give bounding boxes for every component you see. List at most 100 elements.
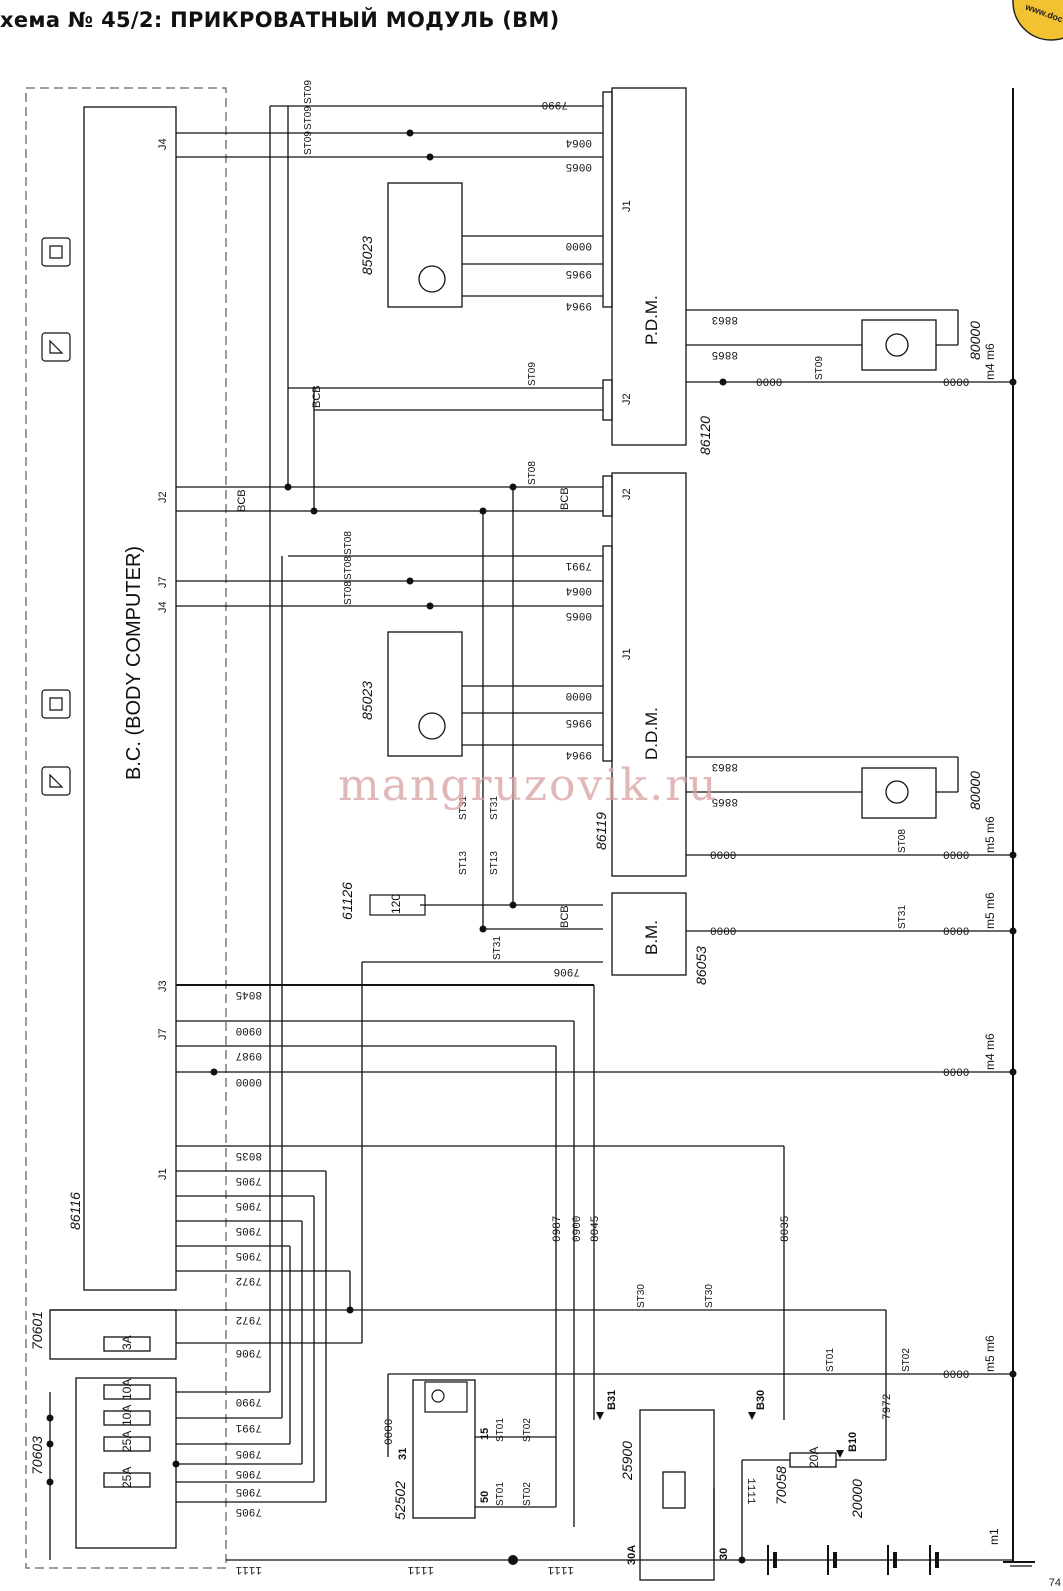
gnd-m5m6-a: m5 m6 (983, 816, 997, 853)
wire-7991-fuse: 7991 (235, 1421, 262, 1433)
lock-icon-2 (41, 766, 71, 796)
wire-9965-top: 9965 (566, 267, 592, 279)
wire-0065-mid: 0065 (566, 609, 592, 621)
gnd-m4m6-b: m4 m6 (983, 1033, 997, 1070)
lock-icon (41, 332, 71, 362)
resistor-code: 61126 (339, 882, 355, 920)
fuse-box-a-code: 70601 (29, 1311, 45, 1350)
site-logo: www.doc (1003, 0, 1063, 44)
splice-st13-2: ST13 (489, 851, 500, 875)
wire-0064-top: 0064 (565, 136, 592, 148)
relay-b30: B30 (755, 1390, 767, 1410)
splice-st02-3: ST02 (522, 1482, 533, 1506)
pdm-code: 86120 (697, 416, 713, 455)
wire-8035: 8035 (236, 1149, 262, 1161)
fuse-b4-value: 25A (120, 1467, 134, 1488)
splice-st09-1: ST09 (303, 80, 314, 104)
splice-st31-2: ST31 (489, 796, 500, 820)
ignition-switch-box (412, 1379, 476, 1519)
relay-b10: B10 (847, 1432, 859, 1452)
bm-label: B.M. (642, 920, 661, 955)
fuse-b3-value: 25A (120, 1431, 134, 1452)
fuse-a-value: 3A (120, 1335, 134, 1350)
wire-0987: 0987 (236, 1049, 262, 1061)
wire-7905-fuse-d: 7905 (236, 1505, 262, 1517)
window-icon (41, 237, 71, 267)
page-number: 74 (1048, 1577, 1061, 1589)
wire-1111-b: 1111 (407, 1563, 434, 1575)
wire-9965-mid: 9965 (566, 716, 592, 728)
wire-0987-v: 0987 (552, 1216, 564, 1242)
key-icon (424, 1381, 468, 1413)
conn-j3-bc: J3 (157, 980, 169, 992)
ddm-code: 86119 (593, 812, 609, 850)
wire-0000-pdm: 0000 (756, 378, 782, 390)
relay-box (639, 1409, 715, 1581)
resistor-box (369, 894, 426, 916)
bc-dashed-outline (25, 87, 227, 1569)
conn-bcb-1: BCB (311, 385, 323, 408)
lock-motor-box-top (387, 182, 463, 308)
wire-0900-v: 0900 (572, 1216, 584, 1242)
wire-9964-top: 9964 (565, 299, 592, 311)
fuse-box-b-code: 70603 (29, 1436, 45, 1475)
gnd-m5m6-b: m5 m6 (983, 892, 997, 929)
conn-j1-pdm: J1 (621, 200, 633, 212)
wire-1111-d: 1111 (744, 1478, 756, 1505)
wire-8045: 8045 (236, 988, 262, 1000)
conn-j7-bc: J7 (157, 576, 169, 588)
bm-box (611, 892, 687, 976)
wire-8035-v: 8035 (780, 1216, 792, 1242)
splice-st09-4: ST09 (527, 362, 538, 386)
lock-motor-box-mid (387, 631, 463, 757)
relay-30: 30 (718, 1548, 730, 1560)
wire-0000-bm-gnd: 0000 (943, 927, 969, 939)
wire-7906: 7906 (236, 1346, 262, 1358)
resistor-value: 120 (389, 894, 403, 914)
fuse-main-code: 70058 (773, 1466, 789, 1505)
gnd-m4m6-a: m4 m6 (983, 343, 997, 380)
pdm-label: P.D.M. (642, 295, 661, 345)
wire-0000-pdm-gnd: 0000 (943, 378, 969, 390)
wire-8865-mid: 8865 (712, 795, 738, 807)
splice-st31-1: ST31 (458, 796, 469, 820)
wire-8863-mid: 8863 (712, 760, 738, 772)
gnd-m5m6-c: m5 m6 (983, 1335, 997, 1372)
pdm-box (611, 87, 687, 446)
fuse-b2-value: 10A (120, 1405, 134, 1426)
wire-1111-c: 1111 (547, 1563, 574, 1575)
splice-st08-4: ST08 (343, 581, 354, 605)
wire-7906-bm: 7906 (554, 965, 580, 977)
wire-7905-fuse-c: 7905 (236, 1485, 262, 1497)
relay-b31: B31 (606, 1390, 618, 1410)
wire-7905-a: 7905 (236, 1174, 262, 1186)
wire-0900: 0900 (236, 1024, 262, 1036)
bm-code: 86053 (693, 946, 709, 985)
wire-7990-fuse: 7990 (236, 1395, 262, 1407)
wire-0065-top: 0065 (566, 160, 592, 172)
wire-0000-mid: 0000 (566, 689, 592, 701)
wire-7905-fuse-a: 7905 (236, 1447, 262, 1459)
bc-label: B.C. (BODY COMPUTER) (123, 546, 145, 780)
mirror-motor-box-top (861, 319, 937, 371)
mirror-motor-box-mid (861, 767, 937, 819)
splice-st01-3: ST01 (495, 1482, 506, 1506)
wire-9964-mid: 9964 (565, 748, 592, 760)
splice-st02-1: ST02 (901, 1348, 912, 1372)
wire-7991: 7991 (565, 559, 592, 571)
splice-st08-2: ST08 (343, 531, 354, 555)
wire-7905-d: 7905 (236, 1249, 262, 1261)
gnd-m1: m1 (987, 1528, 1001, 1545)
splice-st30-2: ST30 (704, 1284, 715, 1308)
wire-0000-ign: 0000 (384, 1419, 396, 1445)
ddm-label: D.D.M. (642, 707, 661, 760)
relay-code: 25900 (619, 1441, 635, 1481)
splice-st08-5: ST08 (897, 829, 908, 853)
splice-st01-2: ST01 (495, 1418, 506, 1442)
bc-code: 86116 (67, 1192, 83, 1230)
conn-j4-bc: J4 (157, 601, 169, 613)
splice-st09-2: ST09 (303, 106, 314, 130)
wire-0064-mid: 0064 (565, 584, 592, 596)
splice-st02-2: ST02 (522, 1418, 533, 1442)
